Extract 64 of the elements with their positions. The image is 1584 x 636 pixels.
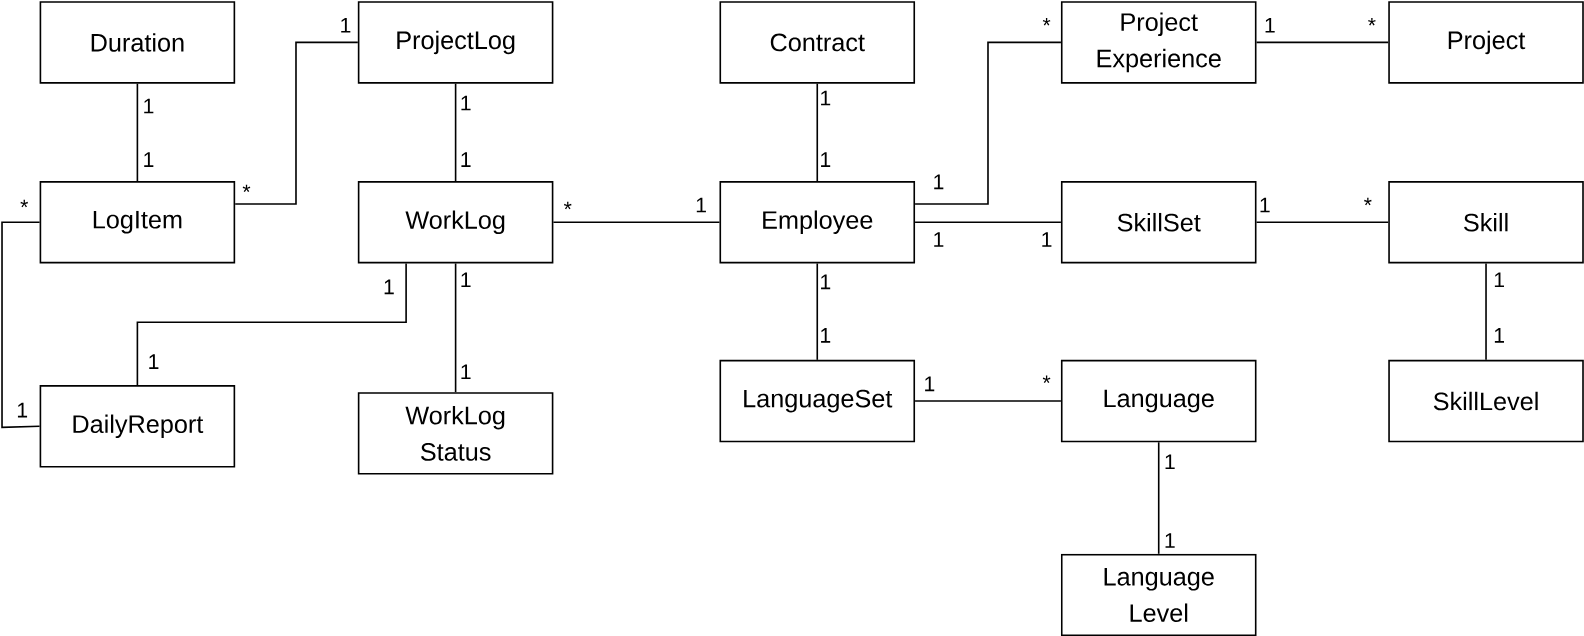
association-line bbox=[1157, 441, 1160, 555]
class-box: DailyReport bbox=[39, 384, 236, 468]
multiplicity-label: * bbox=[242, 184, 251, 192]
multiplicity-label: 1 bbox=[461, 152, 471, 167]
multiplicity-label: 1 bbox=[1494, 327, 1504, 343]
association-line bbox=[1, 221, 41, 428]
multiplicity-label: * bbox=[20, 199, 29, 208]
association-line bbox=[454, 82, 457, 182]
class-box: Skill bbox=[1388, 180, 1584, 264]
multiplicity-label: 1 bbox=[1042, 231, 1052, 247]
class-box: Project bbox=[1388, 1, 1584, 84]
multiplicity-label: 1 bbox=[1165, 454, 1175, 469]
class-box: Duration bbox=[39, 1, 236, 84]
multiplicity-label: 1 bbox=[1494, 272, 1504, 287]
multiplicity-label: 1 bbox=[384, 279, 394, 294]
association-line bbox=[1485, 262, 1487, 361]
class-box: Employee bbox=[719, 180, 916, 264]
multiplicity-label: 1 bbox=[144, 152, 154, 167]
association-line bbox=[914, 221, 1062, 223]
multiplicity-label: 1 bbox=[934, 174, 944, 189]
association-line bbox=[914, 41, 1062, 205]
association-line bbox=[552, 221, 721, 223]
association-line bbox=[1255, 41, 1390, 44]
class-box: SkillLevel bbox=[1388, 359, 1584, 443]
multiplicity-label: 1 bbox=[461, 95, 471, 111]
multiplicity-label: * bbox=[563, 201, 572, 210]
class-box: Language Level bbox=[1060, 553, 1257, 636]
multiplicity-label: * bbox=[1042, 17, 1051, 26]
multiplicity-label: 1 bbox=[934, 231, 944, 247]
multiplicity-label: 1 bbox=[341, 17, 351, 33]
multiplicity-label: * bbox=[1364, 197, 1372, 206]
multiplicity-label: 1 bbox=[1165, 533, 1175, 548]
association-line bbox=[914, 400, 1062, 402]
multiplicity-label: 1 bbox=[821, 327, 831, 343]
class-box: Contract bbox=[719, 1, 916, 84]
association-line bbox=[136, 262, 407, 386]
multiplicity-label: 1 bbox=[17, 402, 28, 418]
multiplicity-label: 1 bbox=[821, 274, 831, 289]
association-line bbox=[454, 262, 457, 393]
association-line bbox=[234, 41, 359, 205]
class-box: LogItem bbox=[39, 180, 236, 264]
association-line bbox=[816, 262, 819, 361]
association-line bbox=[136, 82, 139, 182]
multiplicity-label: 1 bbox=[461, 364, 471, 379]
multiplicity-label: 1 bbox=[149, 354, 159, 369]
multiplicity-label: 1 bbox=[821, 152, 831, 167]
multiplicity-label: 1 bbox=[461, 272, 471, 287]
multiplicity-label: 1 bbox=[1265, 17, 1275, 33]
class-box: SkillSet bbox=[1060, 180, 1257, 264]
class-box: LanguageSet bbox=[719, 359, 916, 443]
class-box: WorkLog bbox=[357, 180, 554, 264]
association-line bbox=[816, 82, 819, 182]
multiplicity-label: 1 bbox=[1260, 197, 1270, 213]
class-box: Project Experience bbox=[1060, 1, 1257, 84]
multiplicity-label: 1 bbox=[925, 376, 935, 391]
multiplicity-label: 1 bbox=[144, 98, 154, 114]
multiplicity-label: 1 bbox=[696, 197, 706, 213]
multiplicity-label: * bbox=[1042, 375, 1051, 383]
multiplicity-label: 1 bbox=[821, 90, 831, 106]
class-box: Language bbox=[1060, 359, 1257, 443]
class-box: WorkLog Status bbox=[357, 391, 554, 475]
class-box: ProjectLog bbox=[357, 1, 554, 84]
multiplicity-label: * bbox=[1368, 17, 1376, 26]
association-line bbox=[1255, 221, 1390, 223]
